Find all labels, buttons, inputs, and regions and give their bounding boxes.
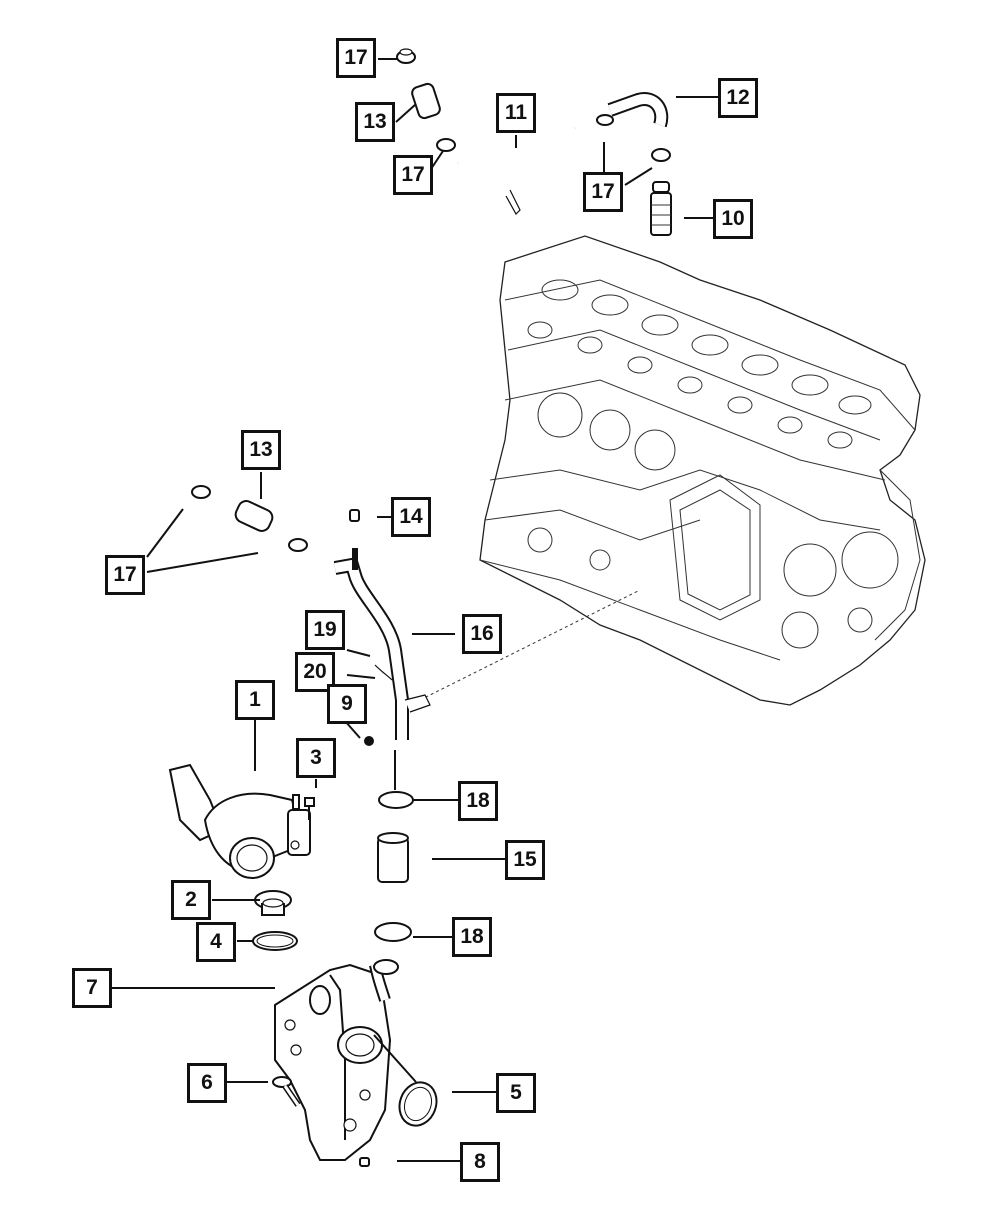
callout-17: 17 (393, 155, 433, 195)
callout-17: 17 (583, 172, 623, 212)
callout-6: 6 (187, 1063, 227, 1103)
coolant-tube-assembly-illustration (191, 485, 431, 746)
callout-18: 18 (452, 917, 492, 957)
callout-8: 8 (460, 1142, 500, 1182)
callout-17: 17 (105, 555, 145, 595)
callout-12: 12 (718, 78, 758, 118)
callout-14: 14 (391, 497, 431, 537)
callout-9: 9 (327, 684, 367, 724)
leader-lines (112, 58, 718, 1162)
callout-13: 13 (241, 430, 281, 470)
callout-3: 3 (296, 738, 336, 778)
callout-11: 11 (496, 93, 536, 133)
engine-block-illustration (479, 235, 926, 706)
lower-hose-assembly-illustration (374, 750, 414, 942)
callout-16: 16 (462, 614, 502, 654)
callout-1: 1 (235, 680, 275, 720)
water-outlet-connection-illustration (272, 959, 438, 1167)
callout-4: 4 (196, 922, 236, 962)
callout-17: 17 (336, 38, 376, 78)
callout-2: 2 (171, 880, 211, 920)
callout-13: 13 (355, 102, 395, 142)
callout-20: 20 (295, 652, 335, 692)
callout-7: 7 (72, 968, 112, 1008)
upper-tube-assembly-illustration (396, 48, 672, 236)
callout-19: 19 (305, 610, 345, 650)
thermostat-housing-illustration (168, 763, 315, 879)
callout-5: 5 (496, 1073, 536, 1113)
callout-15: 15 (505, 840, 545, 880)
callout-18: 18 (458, 781, 498, 821)
callout-10: 10 (713, 199, 753, 239)
